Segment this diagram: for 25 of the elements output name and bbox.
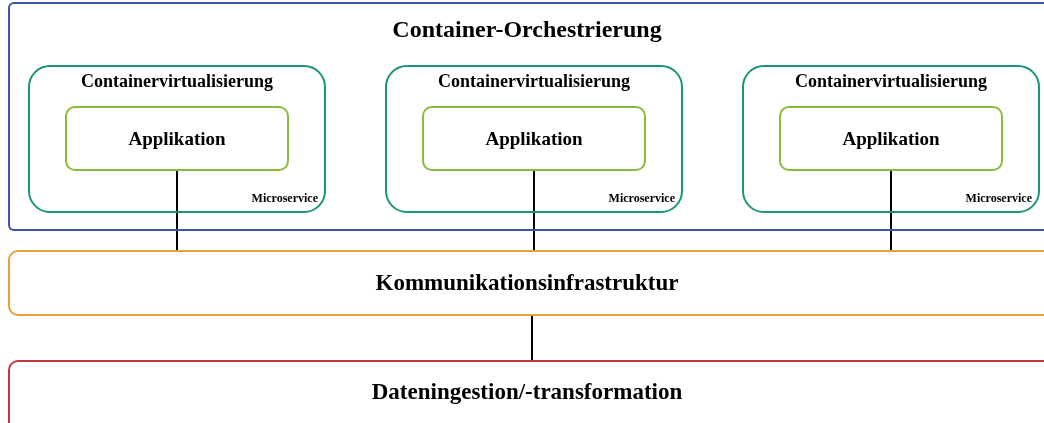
container-box [28,65,326,213]
infrastructure-band [8,250,1044,316]
box-label: Dateningestion/-transformation [370,379,684,405]
box-label: Applikation [127,127,227,150]
box-note: Microservice [251,191,318,206]
connector-line [890,170,892,251]
box-label: Container-Orchestrierung [391,16,663,43]
ingestion-band [8,360,1044,423]
container-box [742,65,1040,213]
box-note: Microservice [608,191,675,206]
connector-line [533,170,535,251]
container-box [385,65,683,213]
orchestration-box [8,2,1044,231]
box-note: Microservice [965,191,1032,206]
application-box [779,106,1003,171]
container-heading: Containervirtualisierung [437,71,631,92]
application-box [65,106,289,171]
box-label: Applikation [484,127,584,150]
container-heading: Containervirtualisierung [80,71,274,92]
connector-line [176,170,178,251]
box-label: Kommunikationsinfrastruktur [374,270,680,296]
container-heading: Containervirtualisierung [794,71,988,92]
connector-line [531,315,533,361]
box-label: Applikation [841,127,941,150]
application-box [422,106,646,171]
